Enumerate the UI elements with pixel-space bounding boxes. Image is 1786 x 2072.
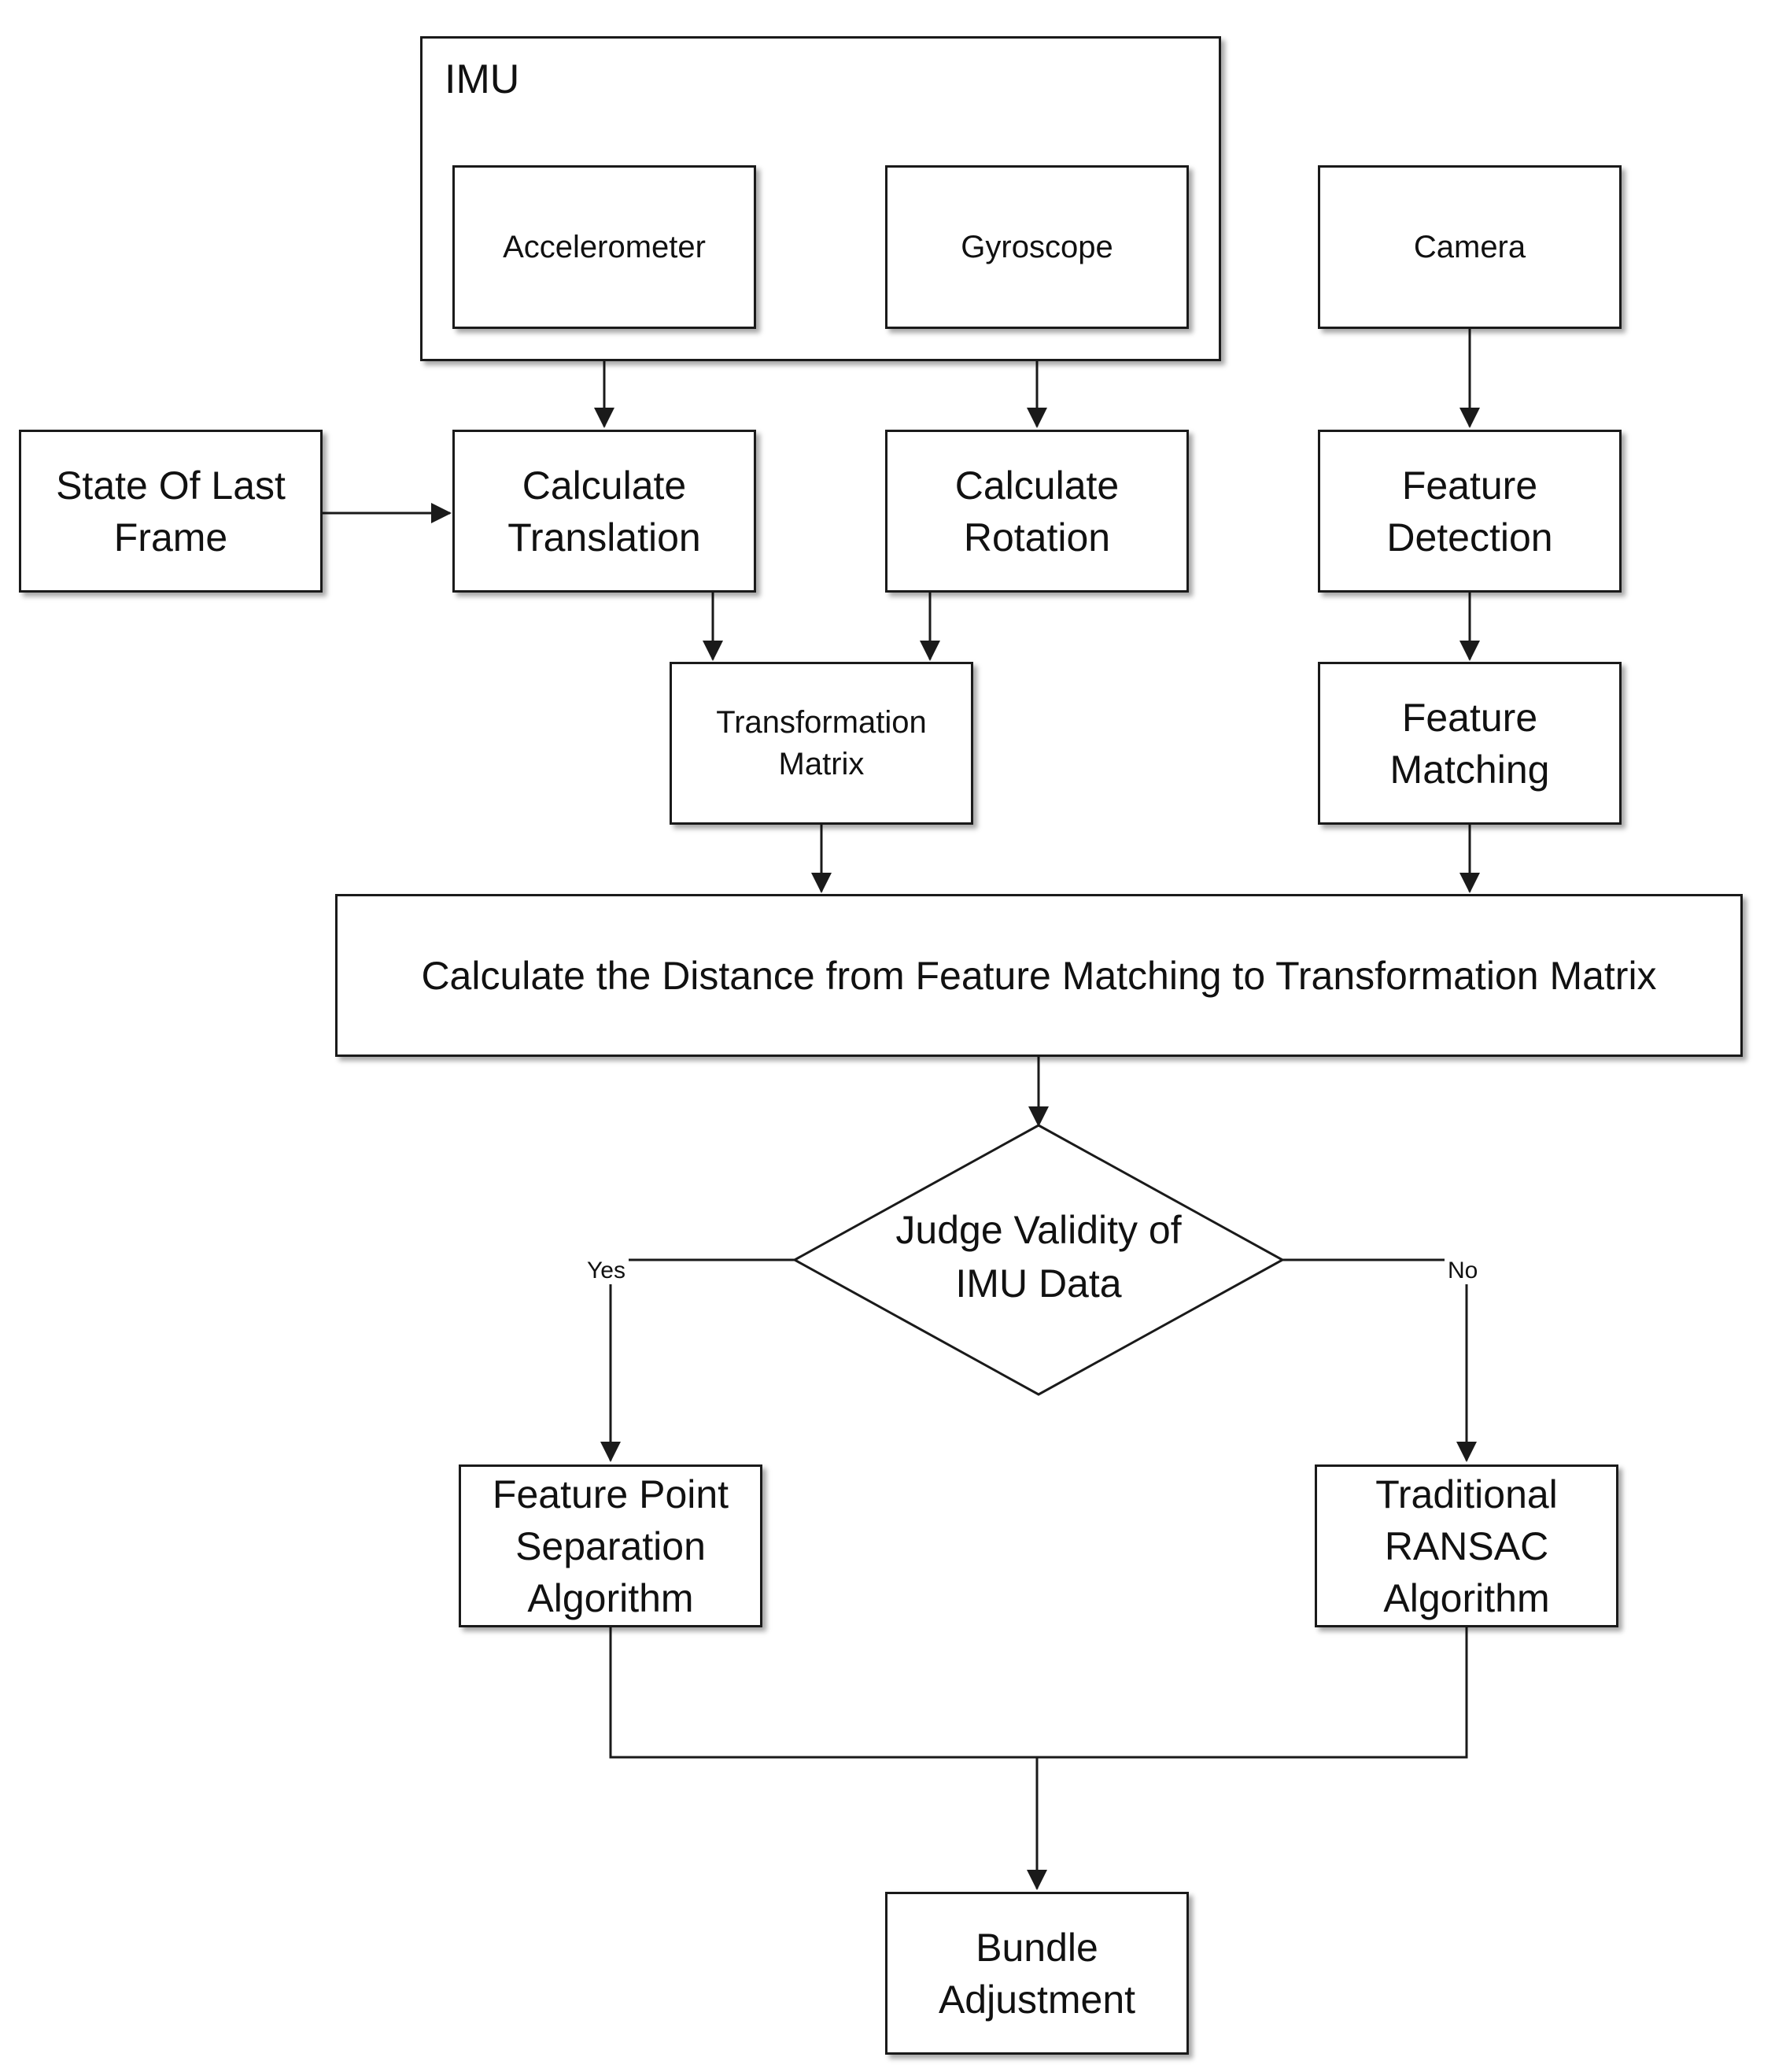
edge-judge-no	[1282, 1258, 1477, 1462]
yes-label: Yes	[584, 1258, 629, 1284]
feature-point-separation-label: Feature Point Separation Algorithm	[492, 1472, 729, 1620]
edge-judge-yes	[600, 1258, 795, 1462]
feature-matching-node: Feature Matching	[1318, 662, 1622, 825]
imu-title: IMU	[445, 57, 520, 102]
calculate-translation-node: Calculate Translation	[452, 430, 756, 593]
calculate-distance-label: Calculate the Distance from Feature Matc…	[421, 953, 1657, 998]
accelerometer-label: Accelerometer	[503, 229, 706, 264]
calculate-rotation-node: Calculate Rotation	[885, 430, 1189, 593]
transformation-matrix-label: Transformation Matrix	[716, 704, 927, 781]
traditional-ransac-label: Traditional RANSAC Algorithm	[1375, 1472, 1558, 1620]
gyroscope-node: Gyroscope	[885, 165, 1189, 329]
bundle-adjustment-node: Bundle Adjustment	[885, 1892, 1189, 2055]
no-label: No	[1445, 1258, 1482, 1284]
calculate-rotation-label: Calculate Rotation	[954, 463, 1120, 560]
bundle-adjustment-label: Bundle Adjustment	[938, 1925, 1136, 2022]
camera-label: Camera	[1413, 229, 1526, 264]
accelerometer-node: Accelerometer	[452, 165, 756, 329]
feature-point-separation-node: Feature Point Separation Algorithm	[459, 1464, 762, 1627]
calculate-distance-node: Calculate the Distance from Feature Matc…	[335, 894, 1743, 1057]
transformation-matrix-node: Transformation Matrix	[670, 662, 973, 825]
feature-detection-node: Feature Detection	[1318, 430, 1622, 593]
feature-detection-label: Feature Detection	[1386, 463, 1553, 560]
gyroscope-label: Gyroscope	[961, 229, 1113, 264]
camera-node: Camera	[1318, 165, 1622, 329]
feature-matching-label: Feature Matching	[1389, 695, 1550, 792]
edge-separation-to-merge	[609, 1627, 1468, 1759]
traditional-ransac-node: Traditional RANSAC Algorithm	[1315, 1464, 1618, 1627]
state-of-last-frame-label: State Of Last Frame	[56, 463, 286, 560]
calculate-translation-label: Calculate Translation	[507, 463, 701, 560]
judge-validity-label: Judge Validity of IMU Data	[895, 1208, 1182, 1306]
state-of-last-frame-node: State Of Last Frame	[19, 430, 323, 593]
